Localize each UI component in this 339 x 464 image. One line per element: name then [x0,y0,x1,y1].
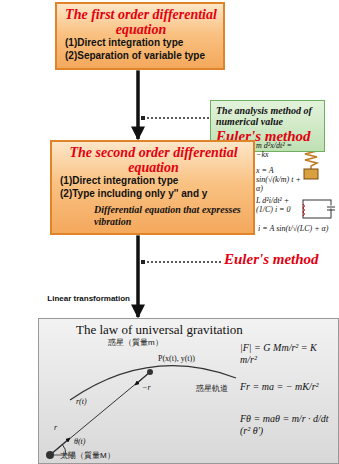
node-text: (2)Separation of variable type [65,50,217,63]
leader-dot [141,116,145,120]
equation: m d²x/dt² = −kx [256,141,300,159]
process-box: The first order differential equation(1)… [55,2,225,70]
node-text: (1)Direct integration type [60,175,247,188]
node-title: The second order differential equation [60,146,247,175]
process-box: The second order differential equation(1… [50,140,255,235]
leader-line [143,261,222,263]
sun-label: 太陽（質量M） [60,451,132,460]
formula: |F| = G Mm/r² = K m/r² [240,342,336,365]
node-title: The first order differential equation [65,8,217,37]
flow-arrow [136,70,140,139]
vector-label: −r [142,383,158,392]
equation: i = A sin(t/√(LC) + α) [258,224,336,233]
vector-label: r(t) [76,397,100,406]
node-text: (1)Direct integration type [65,37,217,50]
leader-dot [141,260,145,264]
vector-label: r [54,423,64,432]
equation: L d²i/dt² + (1/C) i = 0 [256,196,302,214]
method-name: Euler's method [224,251,336,268]
equation: x = A sin(√(k/m) t + α) [256,166,302,194]
node-text: (2)Type including only y'' and y [60,188,247,201]
lc-circuit-symbol [303,200,335,218]
edge-label: Linear transformation [47,294,130,303]
formula: Fr = ma = − mK/r² [240,381,336,393]
formula: Fθ = maθ = m/r · d/dt (r² θ′) [240,413,336,436]
point-label: P(x(t), y(t)) [158,354,228,363]
leader-line [143,117,209,119]
orbit-label: 惑星軌道 [196,384,240,393]
flow-arrow [136,235,140,317]
panel-title: The law of universal gravitation [76,322,332,338]
angle-label: θ(t) [74,437,98,446]
node-text: Differential equation that expresses vib… [94,204,247,227]
planet-label: 惑星（質量m） [108,338,178,347]
node-text: The analysis method of numerical value [216,105,319,127]
